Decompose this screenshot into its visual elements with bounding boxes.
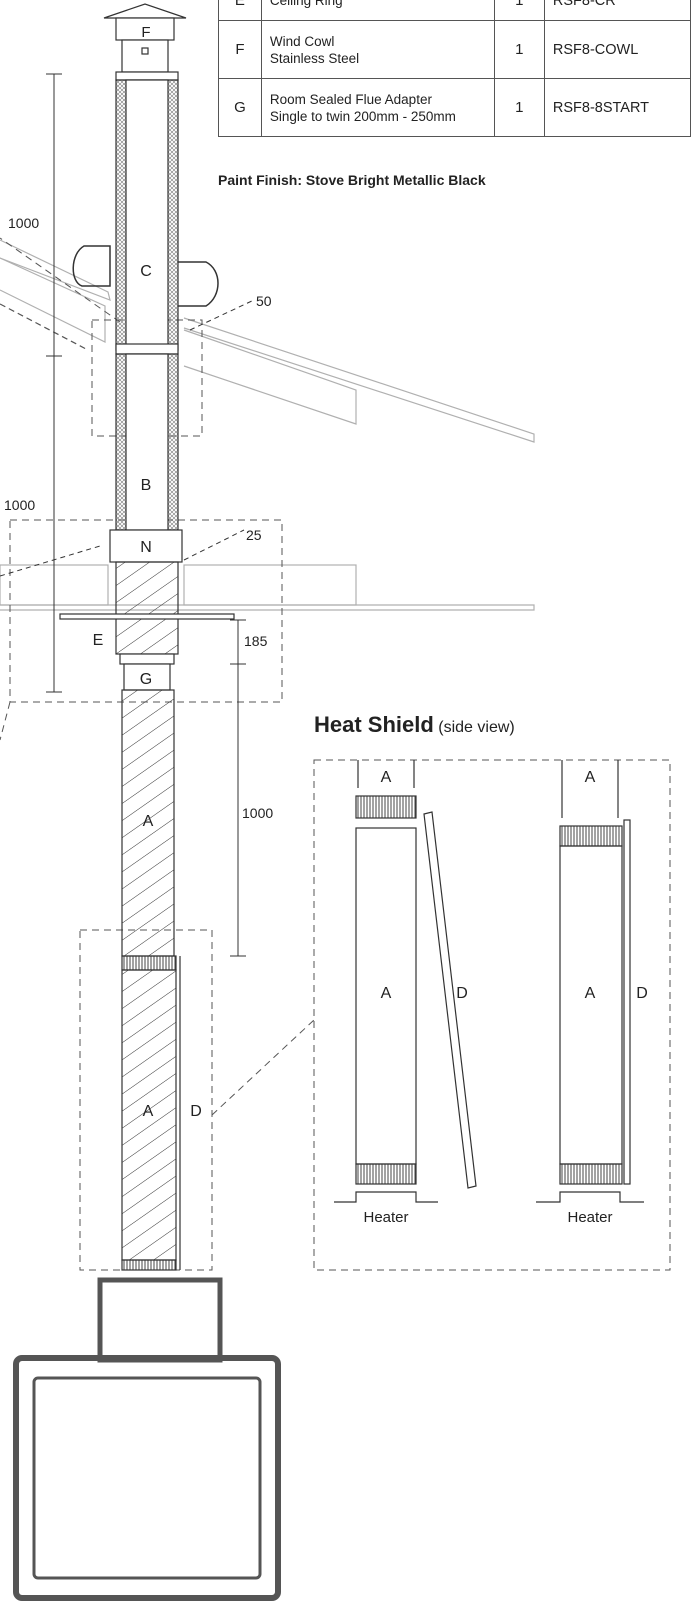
part-number: RSF8-8START bbox=[543, 78, 691, 137]
paint-finish-note: Paint Finish: Stove Bright Metallic Blac… bbox=[218, 172, 486, 188]
part-description: Ceiling Ring bbox=[260, 0, 495, 21]
dim-ring-offset: 185 bbox=[244, 633, 268, 649]
heat-shield-title: Heat Shield bbox=[314, 712, 434, 737]
parts-table: E Ceiling Ring 1 RSF8-CR F Wind Cowl Sta… bbox=[218, 0, 691, 137]
table-row: E Ceiling Ring 1 RSF8-CR bbox=[218, 0, 691, 21]
heat-shield-right-view bbox=[536, 760, 644, 1203]
hs-left-pipe-label: A bbox=[381, 985, 392, 1002]
label-ceiling-ring: E bbox=[93, 632, 104, 649]
part-description: Wind Cowl Stainless Steel bbox=[260, 20, 495, 79]
part-description-line: Wind Cowl bbox=[269, 33, 335, 49]
part-code: E bbox=[218, 0, 262, 21]
dim-upper-length: 1000 bbox=[8, 215, 39, 231]
hs-right-pipe-label: A bbox=[585, 985, 596, 1002]
part-qty: 1 bbox=[493, 78, 545, 137]
heat-shield-subtitle: (side view) bbox=[438, 719, 515, 736]
dimension-lines bbox=[0, 73, 255, 957]
part-qty: 1 bbox=[493, 20, 545, 79]
flue-column bbox=[59, 3, 235, 1271]
label-heat-shield: D bbox=[190, 1103, 202, 1120]
dim-roof-gap: 50 bbox=[256, 293, 272, 309]
label-upper-pipe: C bbox=[140, 263, 152, 280]
table-row: F Wind Cowl Stainless Steel 1 RSF8-COWL bbox=[218, 20, 691, 79]
table-row: G Room Sealed Flue Adapter Single to twi… bbox=[218, 78, 691, 137]
part-qty: 1 bbox=[493, 0, 545, 21]
hs-right-top-label: A bbox=[585, 769, 596, 786]
hs-right-shield-label: D bbox=[636, 985, 648, 1002]
part-description-line: Stainless Steel bbox=[269, 50, 360, 66]
installer-hands bbox=[72, 245, 219, 307]
heat-shield-heading: Heat Shield (side view) bbox=[314, 712, 515, 738]
heat-shield-left-view bbox=[334, 760, 477, 1203]
dim-lower-length: 1000 bbox=[4, 497, 35, 513]
part-code: F bbox=[218, 20, 262, 79]
roof-section bbox=[0, 239, 535, 443]
dim-adapter-length: 1000 bbox=[242, 805, 273, 821]
label-cowl: F bbox=[141, 24, 150, 41]
label-adapter: G bbox=[140, 671, 152, 688]
ceiling-section bbox=[0, 564, 535, 611]
label-lowest-pipe: A bbox=[143, 1103, 154, 1120]
part-description: Room Sealed Flue Adapter Single to twin … bbox=[260, 78, 495, 137]
hs-left-base-label: Heater bbox=[363, 1209, 408, 1226]
stove-heater bbox=[13, 1277, 281, 1601]
label-mid-pipe: B bbox=[141, 477, 152, 494]
label-lower-pipe: A bbox=[143, 813, 154, 830]
label-ceiling-plate: N bbox=[140, 539, 152, 556]
hs-right-base-label: Heater bbox=[567, 1209, 612, 1226]
part-number: RSF8-COWL bbox=[543, 20, 691, 79]
detail-boxes bbox=[0, 237, 671, 1271]
hs-left-top-label: A bbox=[381, 769, 392, 786]
part-description-line: Room Sealed Flue Adapter bbox=[269, 91, 432, 107]
hs-left-shield-label: D bbox=[456, 985, 468, 1002]
part-number: RSF8-CR bbox=[543, 0, 691, 21]
part-description-line: Single to twin 200mm - 250mm bbox=[269, 108, 456, 124]
part-code: G bbox=[218, 78, 262, 137]
dim-ceiling-gap: 25 bbox=[246, 527, 262, 543]
